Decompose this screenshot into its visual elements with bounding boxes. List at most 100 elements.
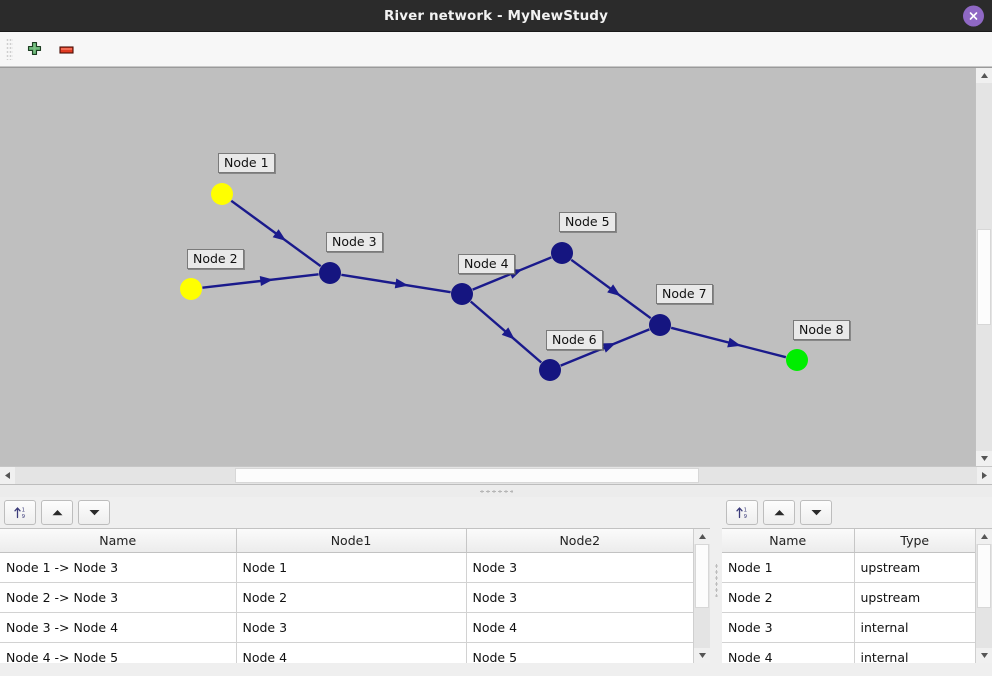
table-cell[interactable]: Node 3 — [722, 612, 855, 643]
branch-scroll-up-button[interactable] — [694, 529, 710, 544]
scroll-left-button[interactable] — [0, 467, 15, 484]
graph-node-node-5[interactable] — [551, 242, 573, 264]
table-cell[interactable]: Node 3 — [236, 612, 467, 643]
branch-vscroll-thumb[interactable] — [695, 544, 709, 608]
svg-text:9: 9 — [21, 514, 25, 520]
graph-vscroll-track[interactable] — [976, 83, 992, 451]
network-graph-svg[interactable] — [0, 68, 976, 466]
column-header-node2[interactable]: Node2 — [466, 529, 693, 553]
graph-node-label-node-4[interactable]: Node 4 — [458, 254, 515, 274]
graph-horizontal-scrollbar[interactable] — [0, 466, 992, 484]
graph-node-node-2[interactable] — [180, 278, 202, 300]
column-header-node1[interactable]: Node1 — [236, 529, 467, 553]
vertical-splitter[interactable] — [710, 497, 722, 663]
graph-node-node-6[interactable] — [539, 359, 561, 381]
graph-nodes-layer[interactable] — [180, 183, 808, 381]
graph-node-node-4[interactable] — [451, 283, 473, 305]
horizontal-splitter[interactable] — [0, 484, 992, 497]
table-cell[interactable]: Node 3 -> Node 4 — [0, 612, 237, 643]
column-header-type[interactable]: Type — [854, 529, 975, 553]
graph-node-label-node-8[interactable]: Node 8 — [793, 320, 850, 340]
graph-node-node-8[interactable] — [786, 349, 808, 371]
branch-pane: 1 9 — [0, 497, 710, 663]
table-cell[interactable]: internal — [854, 642, 975, 663]
status-bar — [0, 663, 992, 676]
node-table-vertical-scrollbar[interactable] — [975, 529, 992, 663]
node-move-down-button[interactable] — [800, 500, 832, 525]
node-scroll-down-button[interactable] — [976, 648, 992, 663]
table-cell[interactable]: Node 5 — [466, 642, 693, 663]
toolbar-drag-handle[interactable] — [6, 38, 13, 60]
graph-node-label-node-1[interactable]: Node 1 — [218, 153, 275, 173]
graph-node-node-1[interactable] — [211, 183, 233, 205]
table-cell[interactable]: Node 1 — [236, 552, 467, 583]
table-cell[interactable]: Node 4 — [722, 642, 855, 663]
branch-move-down-button[interactable] — [78, 500, 110, 525]
node-sort-button[interactable]: 1 9 — [726, 500, 758, 525]
remove-node-button[interactable] — [50, 34, 82, 64]
table-cell[interactable]: Node 4 -> Node 5 — [0, 642, 237, 663]
table-cell[interactable]: Node 1 — [722, 552, 855, 583]
chevron-up-icon — [980, 534, 988, 539]
add-node-button[interactable] — [18, 34, 50, 64]
graph-node-label-node-2[interactable]: Node 2 — [187, 249, 244, 269]
table-cell[interactable]: Node 2 — [236, 582, 467, 613]
column-header-name[interactable]: Name — [722, 529, 855, 553]
scroll-up-button[interactable] — [976, 68, 992, 83]
node-move-up-button[interactable] — [763, 500, 795, 525]
table-cell[interactable]: Node 3 — [466, 582, 693, 613]
chevron-down-icon — [698, 653, 706, 658]
graph-node-label-node-6[interactable]: Node 6 — [546, 330, 603, 350]
branch-scroll-down-button[interactable] — [694, 648, 710, 663]
graph-node-label-node-3[interactable]: Node 3 — [326, 232, 383, 252]
graph-vertical-scrollbar[interactable] — [975, 68, 992, 466]
graph-node-node-3[interactable] — [319, 262, 341, 284]
node-vscroll-thumb[interactable] — [977, 544, 991, 608]
table-cell[interactable]: Node 2 -> Node 3 — [0, 582, 237, 613]
branch-sort-button[interactable]: 1 9 — [4, 500, 36, 525]
scroll-right-button[interactable] — [977, 467, 992, 484]
graph-drawing-area[interactable]: Node 1 Node 2 Node 3 Node 4 Node 5 Node 6 Node… — [0, 68, 992, 466]
table-cell[interactable]: upstream — [854, 582, 975, 613]
table-cell[interactable]: Node 4 — [236, 642, 467, 663]
table-cell[interactable]: Node 3 — [466, 552, 693, 583]
graph-hscroll-thumb[interactable] — [235, 468, 699, 483]
chevron-right-icon — [982, 472, 987, 479]
graph-hscroll-track[interactable] — [15, 467, 977, 484]
table-cell[interactable]: Node 1 -> Node 3 — [0, 552, 237, 583]
table-cell[interactable]: internal — [854, 612, 975, 643]
node-vscroll-track[interactable] — [976, 544, 992, 648]
branch-vscroll-track[interactable] — [694, 544, 710, 648]
branch-move-up-button[interactable] — [41, 500, 73, 525]
graph-node-label-node-5[interactable]: Node 5 — [559, 212, 616, 232]
column-header-name[interactable]: Name — [0, 529, 237, 553]
close-button[interactable] — [963, 5, 984, 26]
graph-node-node-7[interactable] — [649, 314, 671, 336]
table-cell[interactable]: Node 4 — [466, 612, 693, 643]
network-graph-canvas[interactable]: Node 1 Node 2 Node 3 Node 4 Node 5 Node 6 Node… — [0, 67, 992, 466]
node-scroll-up-button[interactable] — [976, 529, 992, 544]
graph-vscroll-thumb[interactable] — [977, 229, 991, 325]
table-cell[interactable]: upstream — [854, 552, 975, 583]
table-cell[interactable]: Node 2 — [722, 582, 855, 613]
scroll-down-button[interactable] — [976, 451, 992, 466]
remove-minus-icon — [58, 45, 74, 54]
branch-table-vertical-scrollbar[interactable] — [693, 529, 710, 663]
graph-node-label-node-7[interactable]: Node 7 — [656, 284, 713, 304]
